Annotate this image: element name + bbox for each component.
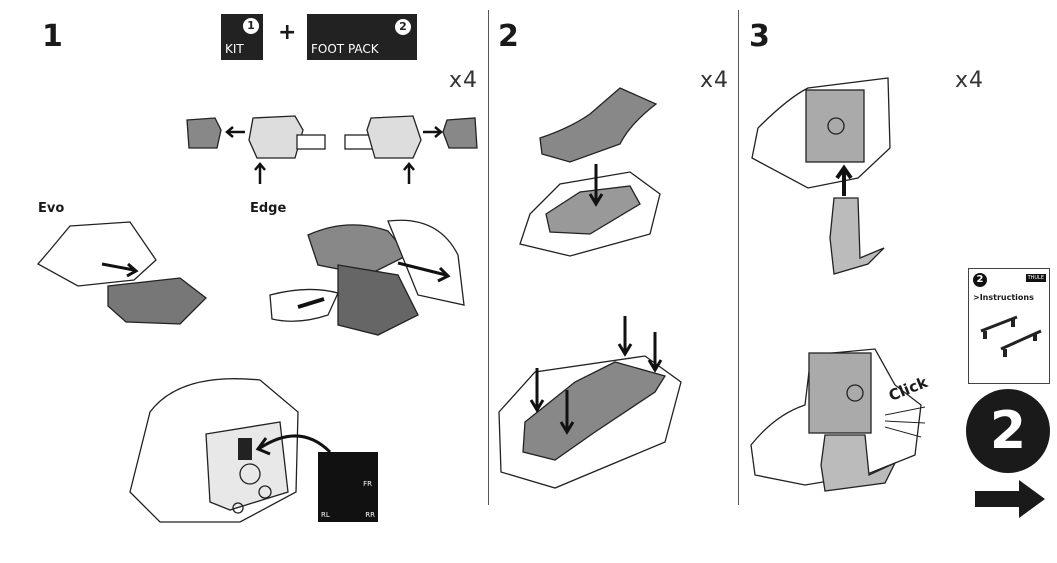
step-2-quantity: x4 xyxy=(700,68,730,93)
edge-foot-illustration xyxy=(269,219,465,336)
step2-pad-pressed xyxy=(498,316,682,489)
position-sticker: FR RL RR xyxy=(318,452,378,522)
step-3-number: 3 xyxy=(749,19,770,54)
booklet-brand: THULE xyxy=(1025,274,1046,282)
foot-base-illustration xyxy=(129,378,332,523)
foot-pack-box: 2 FOOT PACK xyxy=(307,14,417,60)
edge-label: Edge xyxy=(250,201,287,216)
step-1-quantity: x4 xyxy=(449,68,479,93)
position-label-rl: RL xyxy=(321,511,330,519)
step1-cap-removal-illustration xyxy=(186,115,478,184)
step-1-number: 1 xyxy=(42,19,63,54)
step-3-quantity: x4 xyxy=(955,68,985,93)
position-label-rr: RR xyxy=(365,511,375,519)
column-divider-2 xyxy=(738,10,739,505)
step3-bracket-insertion xyxy=(751,77,891,275)
step3-click-assembly xyxy=(750,348,926,492)
next-step-badge: 2 xyxy=(966,389,1050,473)
step2-pad-above-foot xyxy=(519,87,661,257)
booklet-number-badge: 2 xyxy=(973,273,987,287)
kit-box: 1 KIT xyxy=(221,14,263,60)
column-divider-1 xyxy=(488,10,489,505)
foot-pack-number-badge: 2 xyxy=(395,19,411,35)
arrow-right-icon xyxy=(975,480,1045,518)
booklet-roof-rack-icon xyxy=(980,315,1042,357)
step-2-number: 2 xyxy=(498,19,519,54)
kit-number-badge: 1 xyxy=(243,18,259,34)
foot-pack-label: FOOT PACK xyxy=(311,42,379,56)
evo-foot-illustration xyxy=(36,221,207,325)
plus-sign: + xyxy=(278,20,297,45)
booklet-title: >Instructions xyxy=(973,293,1034,302)
next-booklet: 2 THULE >Instructions xyxy=(968,268,1050,384)
kit-label: KIT xyxy=(225,42,244,56)
evo-label: Evo xyxy=(38,201,65,216)
position-label-fr: FR xyxy=(363,480,372,488)
